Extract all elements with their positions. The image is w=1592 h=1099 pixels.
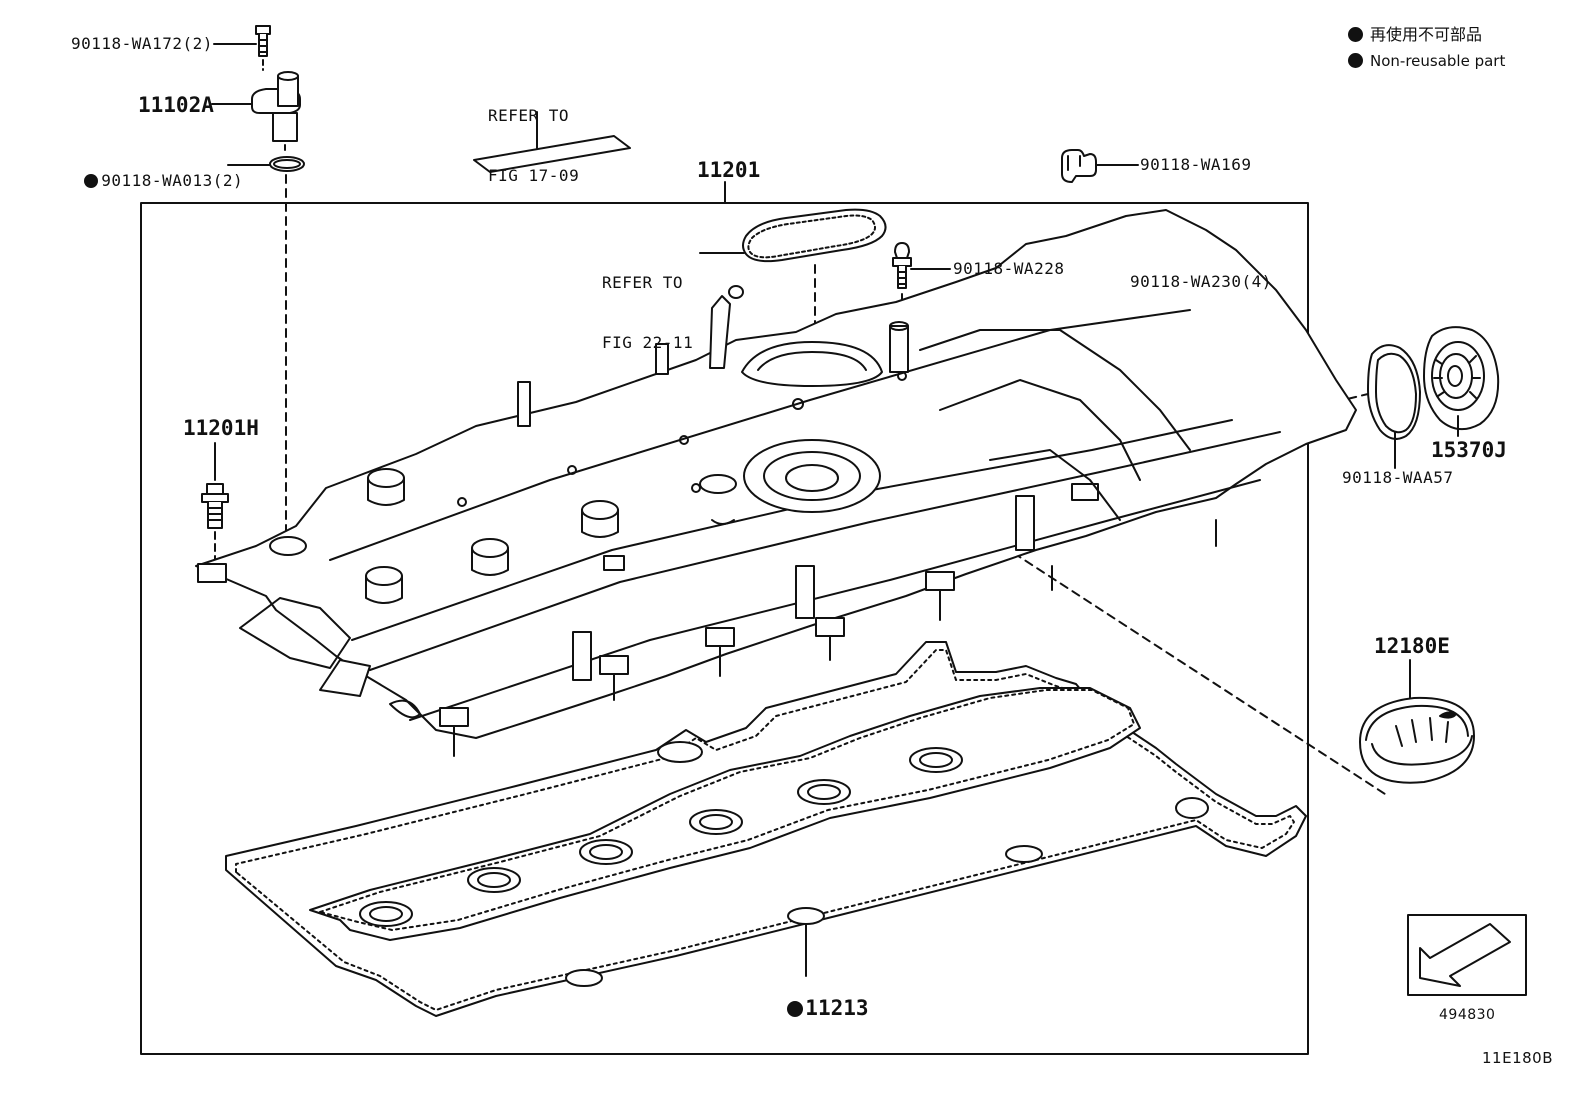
label-pulley[interactable]: 15370J <box>1431 438 1507 462</box>
refer-2211-line1: REFER TO <box>602 273 684 292</box>
label-bolt-side[interactable]: 11201H <box>183 416 259 440</box>
label-oring[interactable]: 90118-WA013(2) <box>64 157 243 189</box>
seal-drawing <box>1367 344 1421 469</box>
label-clip[interactable]: 90118-WA169 <box>1140 155 1252 174</box>
label-cap[interactable]: 12180E <box>1374 634 1450 658</box>
diagram-code: 11E180B <box>1482 1049 1553 1067</box>
label-oring-text: 90118-WA013(2) <box>101 171 244 190</box>
front-code: 494830 <box>1439 1007 1496 1023</box>
clip-drawing <box>1061 149 1139 183</box>
legend-jp-text: 再使用不可部品 <box>1370 25 1483 44</box>
gasket-drawing <box>225 641 1307 1017</box>
legend-line-jp: 再使用不可部品 <box>1348 27 1482 43</box>
label-bolt-top[interactable]: 90118-WA172(2) <box>71 34 213 53</box>
label-refer-1709[interactable]: REFER TO FIG 17-09 <box>488 66 579 206</box>
non-reusable-dot-icon <box>84 174 99 188</box>
refer-2211-drawing <box>699 208 887 361</box>
refer-1709-line2: FIG 17-09 <box>488 166 580 185</box>
label-gasket-text: 11213 <box>805 996 869 1020</box>
label-clamp[interactable]: 90118-WA230(4) <box>1130 272 1272 291</box>
cover-drawing <box>195 209 1357 757</box>
label-refer-2211[interactable]: REFER TO FIG 22-11 <box>602 233 693 373</box>
cap-drawing <box>954 514 1475 795</box>
bolt-top-drawing <box>213 25 271 71</box>
refer-1709-drawing <box>473 111 631 173</box>
label-stud[interactable]: 90118-WA228 <box>953 259 1065 278</box>
sensor-drawing <box>211 71 301 151</box>
non-reusable-dot-icon <box>1348 27 1363 42</box>
label-gasket[interactable]: 11213 <box>762 977 869 1019</box>
front-direction-box <box>1407 914 1527 996</box>
label-seal[interactable]: 90118-WAA57 <box>1342 468 1454 487</box>
legend-line-en: Non-reusable part <box>1348 53 1505 69</box>
legend-en-text: Non-reusable part <box>1370 52 1506 70</box>
refer-1709-line1: REFER TO <box>488 106 570 125</box>
refer-2211-line2: FIG 22-11 <box>602 333 694 352</box>
non-reusable-dot-icon <box>787 1001 804 1017</box>
non-reusable-dot-icon <box>1348 53 1363 68</box>
label-cover-assembly[interactable]: 11201 <box>697 158 761 182</box>
label-sensor[interactable]: 11102A <box>138 93 214 117</box>
bolt-side-drawing <box>201 442 229 561</box>
oring-drawing <box>227 156 305 541</box>
